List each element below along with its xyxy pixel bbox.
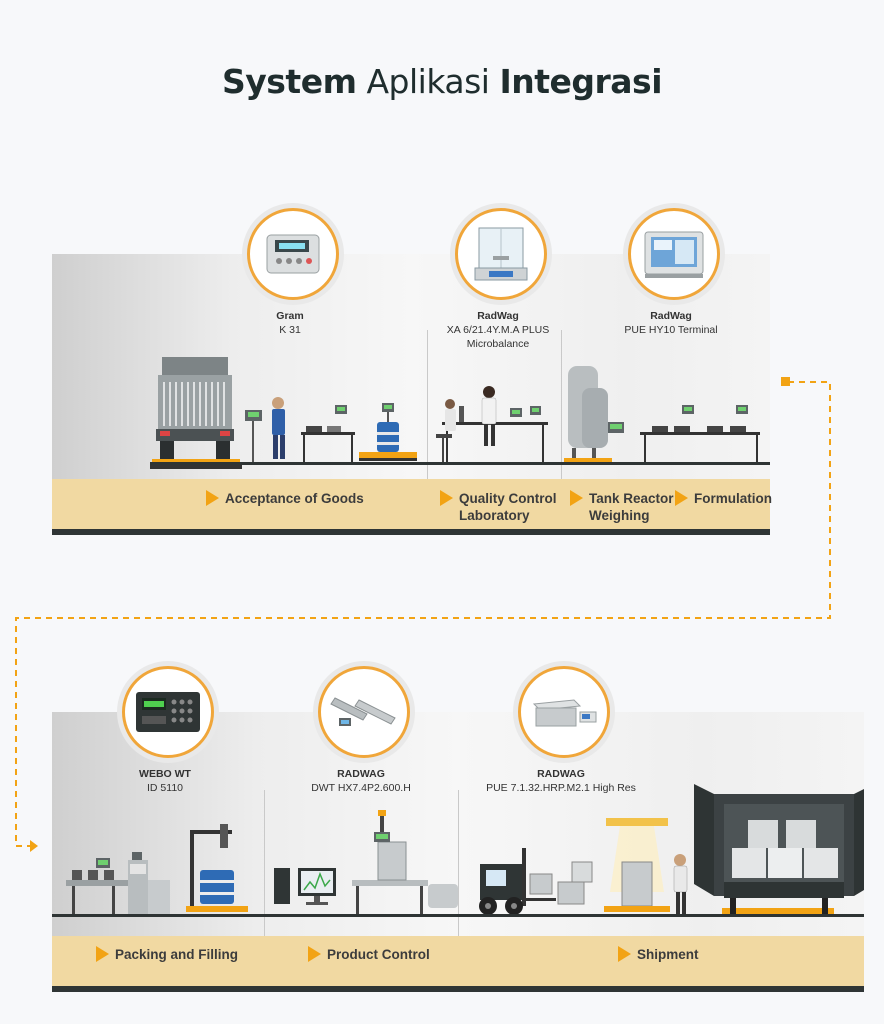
worker-icon: [272, 397, 285, 459]
truck-trailer-icon: [694, 784, 864, 916]
play-arrow-icon: [308, 946, 321, 962]
play-arrow-icon: [440, 490, 453, 506]
beam-scale-icon: [330, 697, 396, 726]
play-arrow-icon: [675, 490, 688, 506]
packing-line-icon: [66, 852, 170, 915]
product-label-gram: Gram K 31: [276, 310, 304, 336]
divider-bottom-1: [264, 790, 265, 986]
pc-workstation-icon: [274, 868, 336, 905]
stage-acceptance-of-goods: Acceptance of Goods: [206, 490, 364, 507]
microbalance-icon: [474, 227, 528, 281]
weighing-indicator-icon: [266, 234, 320, 274]
stage-label: Product Control: [327, 947, 430, 962]
stage-label: Acceptance of Goods: [225, 491, 364, 506]
product-radwag-dwt: [318, 666, 410, 758]
stage-band-bottom: [52, 936, 864, 992]
forklift-icon: [479, 848, 556, 915]
play-arrow-icon: [618, 946, 631, 962]
play-arrow-icon: [96, 946, 109, 962]
product-webo-wt: [122, 666, 214, 758]
stage-packing-and-filling: Packing and Filling: [96, 946, 238, 963]
workbench-1: [301, 405, 355, 462]
stage-label: Formulation: [694, 491, 772, 506]
divider-bottom-2: [458, 790, 459, 986]
play-arrow-icon: [206, 490, 219, 506]
stage-label: Shipment: [637, 947, 699, 962]
indicator-pole-icon: [245, 410, 262, 462]
terminal-icon: [644, 231, 704, 278]
product-label-radwag-pue-hy10: RadWag PUE HY10 Terminal: [624, 310, 718, 336]
divider-top-1: [427, 330, 428, 530]
formulation-bench-icon: [640, 405, 760, 462]
play-arrow-icon: [570, 490, 583, 506]
product-radwag-pue7: [518, 666, 610, 758]
product-label-radwag-pue7: RADWAG PUE 7.1.32.HRP.M2.1 High Res: [486, 768, 636, 794]
stage-label: Packing and Filling: [115, 947, 239, 962]
lab-desk-icon: [436, 386, 548, 463]
bottom-scene: [52, 784, 864, 917]
tank-reactor-icon: [564, 366, 624, 462]
page-title: System Aplikasi Integrasi: [0, 62, 884, 101]
stage-shipment: Shipment: [618, 946, 699, 963]
stage-product-control: Product Control: [308, 946, 430, 963]
title-light: Aplikasi: [366, 62, 490, 101]
checkweigher-icon: [352, 810, 458, 914]
title-bold-2: Integrasi: [499, 62, 662, 101]
product-label-radwag-dwt: RADWAG DWT HX7.4P2.600.H: [311, 768, 411, 794]
stage-band-top: [52, 479, 770, 535]
stage-quality-control: Quality Control Laboratory: [440, 490, 557, 524]
platform-scale-icon: [532, 699, 597, 727]
product-label-webo-wt: WEBO WT ID 5110: [139, 768, 191, 794]
truck-icon: [150, 357, 242, 469]
stage-formulation: Formulation: [675, 490, 772, 507]
stage-label: Tank Reactor Weighing: [589, 491, 674, 523]
flow-end-arrow: [30, 840, 38, 852]
indicator-keypad-icon: [136, 692, 200, 732]
flow-start-marker: [781, 377, 790, 386]
filling-barrel-icon: [186, 824, 248, 912]
title-bold-1: System: [222, 62, 357, 101]
boxes-icon: [529, 861, 593, 905]
big-bag-scale-icon: [604, 818, 688, 914]
product-radwag-xa: [455, 208, 547, 300]
product-radwag-pue-hy10: [628, 208, 720, 300]
barrel-scale-icon: [359, 403, 417, 461]
stage-tank-reactor: Tank Reactor Weighing: [570, 490, 674, 524]
product-gram-k31: [247, 208, 339, 300]
top-scene: [150, 357, 770, 469]
stage-label: Quality Control Laboratory: [459, 491, 557, 523]
product-label-radwag-xa: RadWag XA 6/21.4Y.M.A PLUS Microbalance: [446, 310, 550, 350]
divider-top-2: [561, 330, 562, 530]
